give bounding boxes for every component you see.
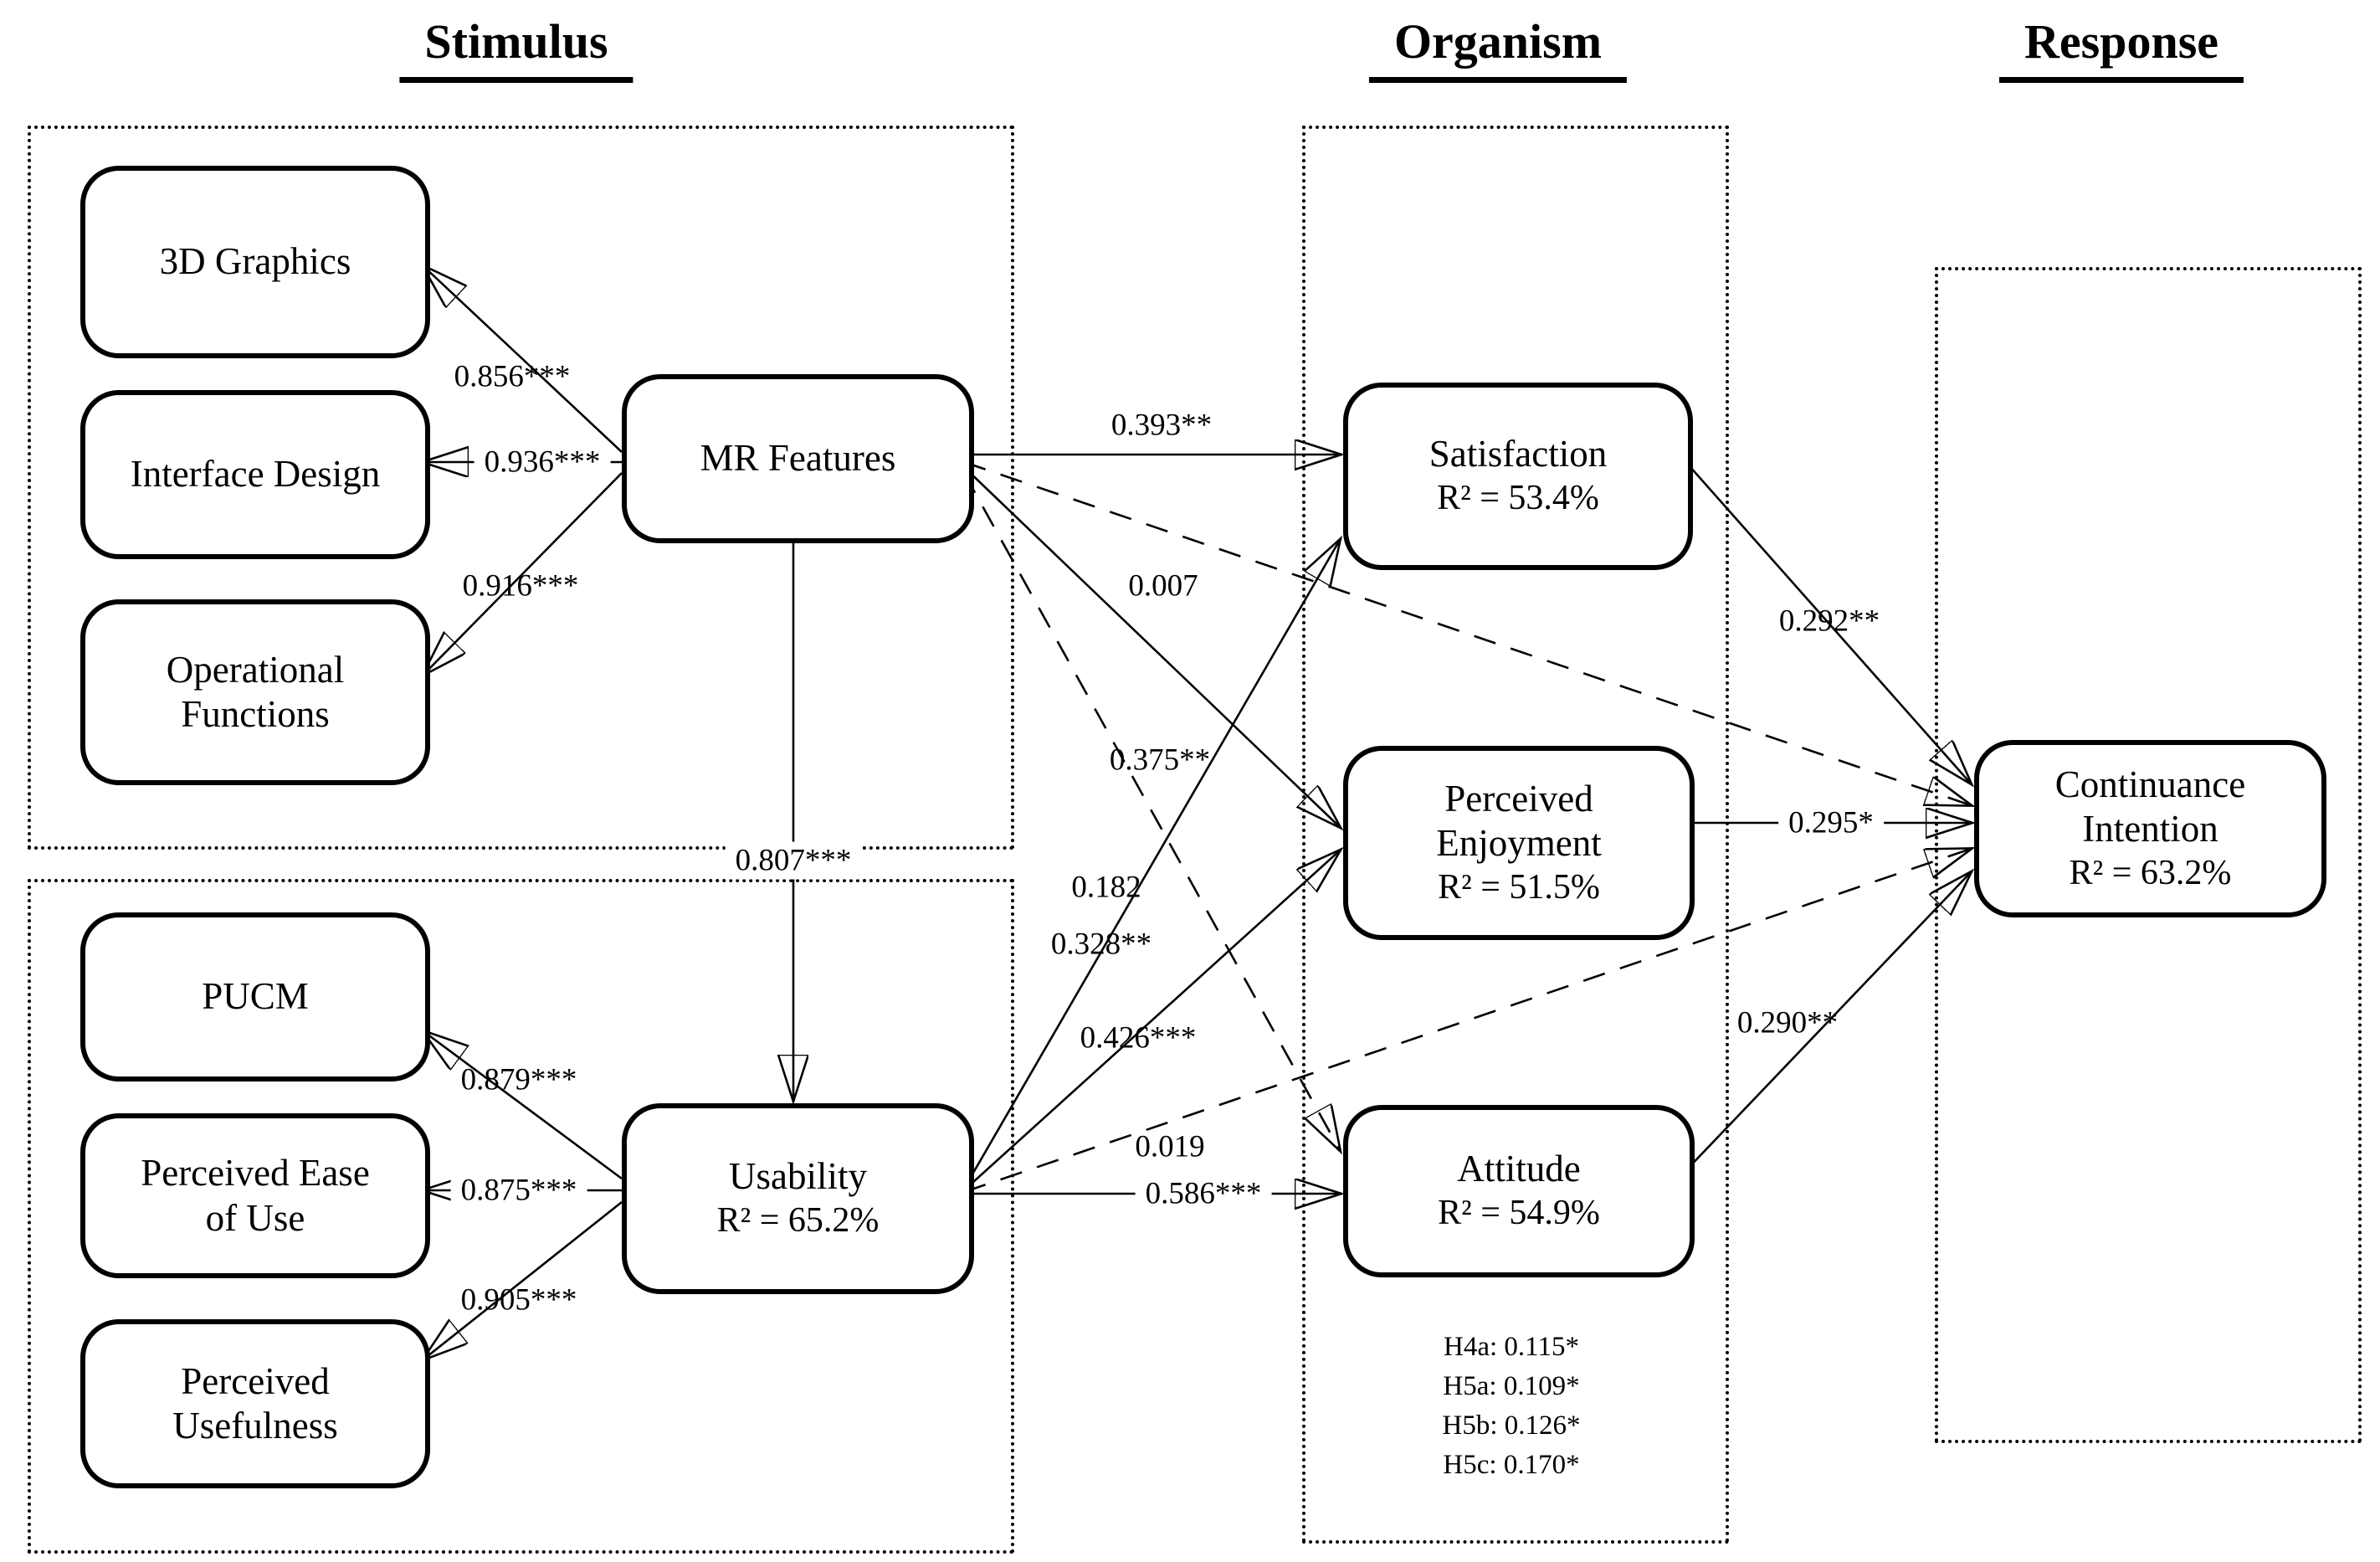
arrow-attitude-to-continuance-intention (1684, 872, 1971, 1173)
node-operational-functions: Operational Functions (80, 599, 430, 785)
coef-usability-pucm: 0.879*** (460, 1062, 577, 1097)
coef-mr-3d-graphics: 0.856*** (454, 359, 571, 394)
arrow-mr-to-operational-functions (423, 472, 623, 675)
node-perceived-ease-of-use-label: Perceived Ease of Use (141, 1152, 370, 1239)
coef-mr-attitude: 0.182 (1071, 870, 1141, 905)
hypothesis-note-h4a: H4a: 0.115* (1444, 1332, 1579, 1362)
node-perceived-enjoyment: Perceived Enjoyment R² = 51.5% (1343, 746, 1695, 940)
node-attitude: Attitude R² = 54.9% (1343, 1105, 1695, 1277)
node-continuance-intention-r2: R² = 63.2% (2069, 853, 2232, 892)
node-interface-design-label: Interface Design (130, 453, 381, 496)
node-satisfaction: Satisfaction R² = 53.4% (1343, 383, 1693, 570)
coef-mr-operational-functions: 0.916*** (462, 568, 579, 604)
hypothesis-note-h5a: H5a: 0.109* (1443, 1370, 1580, 1401)
coef-usability-perceived-ease-of-use: 0.875*** (450, 1171, 587, 1210)
coef-mr-usability: 0.807*** (725, 841, 862, 880)
node-perceived-usefulness: Perceived Usefulness (80, 1319, 430, 1488)
node-attitude-label: Attitude (1457, 1148, 1581, 1190)
node-satisfaction-r2: R² = 53.4% (1437, 479, 1599, 518)
node-usability: Usability R² = 65.2% (622, 1103, 974, 1294)
section-title-organism: Organism (1368, 15, 1628, 83)
coef-perceived-enjoyment-continuance-intention: 0.295* (1778, 804, 1884, 842)
node-mr-features: MR Features (622, 374, 974, 543)
node-perceived-enjoyment-label: Perceived Enjoyment (1436, 777, 1602, 864)
arrow-mr-to-attitude (962, 472, 1340, 1150)
arrow-mr-to-3d-graphics (423, 266, 623, 453)
hypothesis-note-h5c: H5c: 0.170* (1443, 1449, 1580, 1480)
node-perceived-usefulness-label: Perceived Usefulness (172, 1359, 338, 1446)
node-3d-graphics-label: 3D Graphics (159, 240, 351, 283)
node-perceived-enjoyment-r2: R² = 51.5% (1438, 867, 1600, 907)
arrow-usability-to-continuance-intention (963, 849, 1971, 1194)
node-perceived-ease-of-use: Perceived Ease of Use (80, 1113, 430, 1278)
node-satisfaction-label: Satisfaction (1429, 433, 1608, 475)
coef-mr-satisfaction: 0.393** (1110, 408, 1213, 443)
coef-usability-continuance-intention: 0.019 (1135, 1129, 1205, 1164)
arrow-mr-to-continuance-intention (963, 460, 1971, 805)
stimulus-upper-group-box (28, 126, 1014, 850)
coef-mr-perceived-enjoyment: 0.375** (1109, 742, 1211, 778)
arrow-usability-to-perceived-usefulness (423, 1200, 623, 1359)
arrow-usability-to-pucm (423, 1031, 623, 1180)
node-pucm: PUCM (80, 912, 430, 1082)
node-operational-functions-label: Operational Functions (166, 648, 345, 735)
coef-usability-satisfaction: 0.328** (1050, 927, 1152, 962)
node-3d-graphics: 3D Graphics (80, 166, 430, 358)
node-pucm-label: PUCM (202, 975, 309, 1018)
hypothesis-note-h5b: H5b: 0.126* (1442, 1410, 1581, 1441)
stimulus-lower-group-box (28, 879, 1014, 1554)
node-continuance-intention-label: Continuance Intention (2054, 763, 2246, 850)
node-attitude-r2: R² = 54.9% (1438, 1194, 1600, 1233)
node-usability-label: Usability (729, 1155, 867, 1198)
section-title-stimulus: Stimulus (399, 15, 633, 83)
node-continuance-intention: Continuance Intention R² = 63.2% (1974, 740, 2326, 917)
coef-mr-interface-design: 0.936*** (474, 443, 611, 481)
coef-usability-perceived-usefulness: 0.905*** (460, 1282, 577, 1318)
arrow-usability-to-perceived-enjoyment (963, 850, 1340, 1191)
coef-attitude-continuance-intention: 0.290** (1736, 1005, 1839, 1040)
coef-satisfaction-continuance-intention: 0.292** (1778, 604, 1880, 639)
section-title-response: Response (1998, 15, 2244, 83)
node-usability-r2: R² = 65.2% (716, 1201, 880, 1241)
arrow-usability-to-satisfaction (962, 540, 1340, 1189)
arrow-satisfaction-to-continuance-intention (1682, 458, 1971, 784)
organism-group-box (1302, 126, 1729, 1544)
node-mr-features-label: MR Features (700, 437, 896, 480)
arrow-mr-to-perceived-enjoyment (963, 466, 1340, 827)
coef-usability-attitude: 0.586*** (1135, 1174, 1272, 1213)
hypothesis-notes: H4a: 0.115* H5a: 0.109* H5b: 0.126* H5c:… (1443, 1328, 1581, 1484)
coef-mr-continuance-intention: 0.007 (1128, 568, 1198, 604)
node-interface-design: Interface Design (80, 390, 430, 559)
coef-usability-perceived-enjoyment: 0.426*** (1080, 1020, 1197, 1056)
